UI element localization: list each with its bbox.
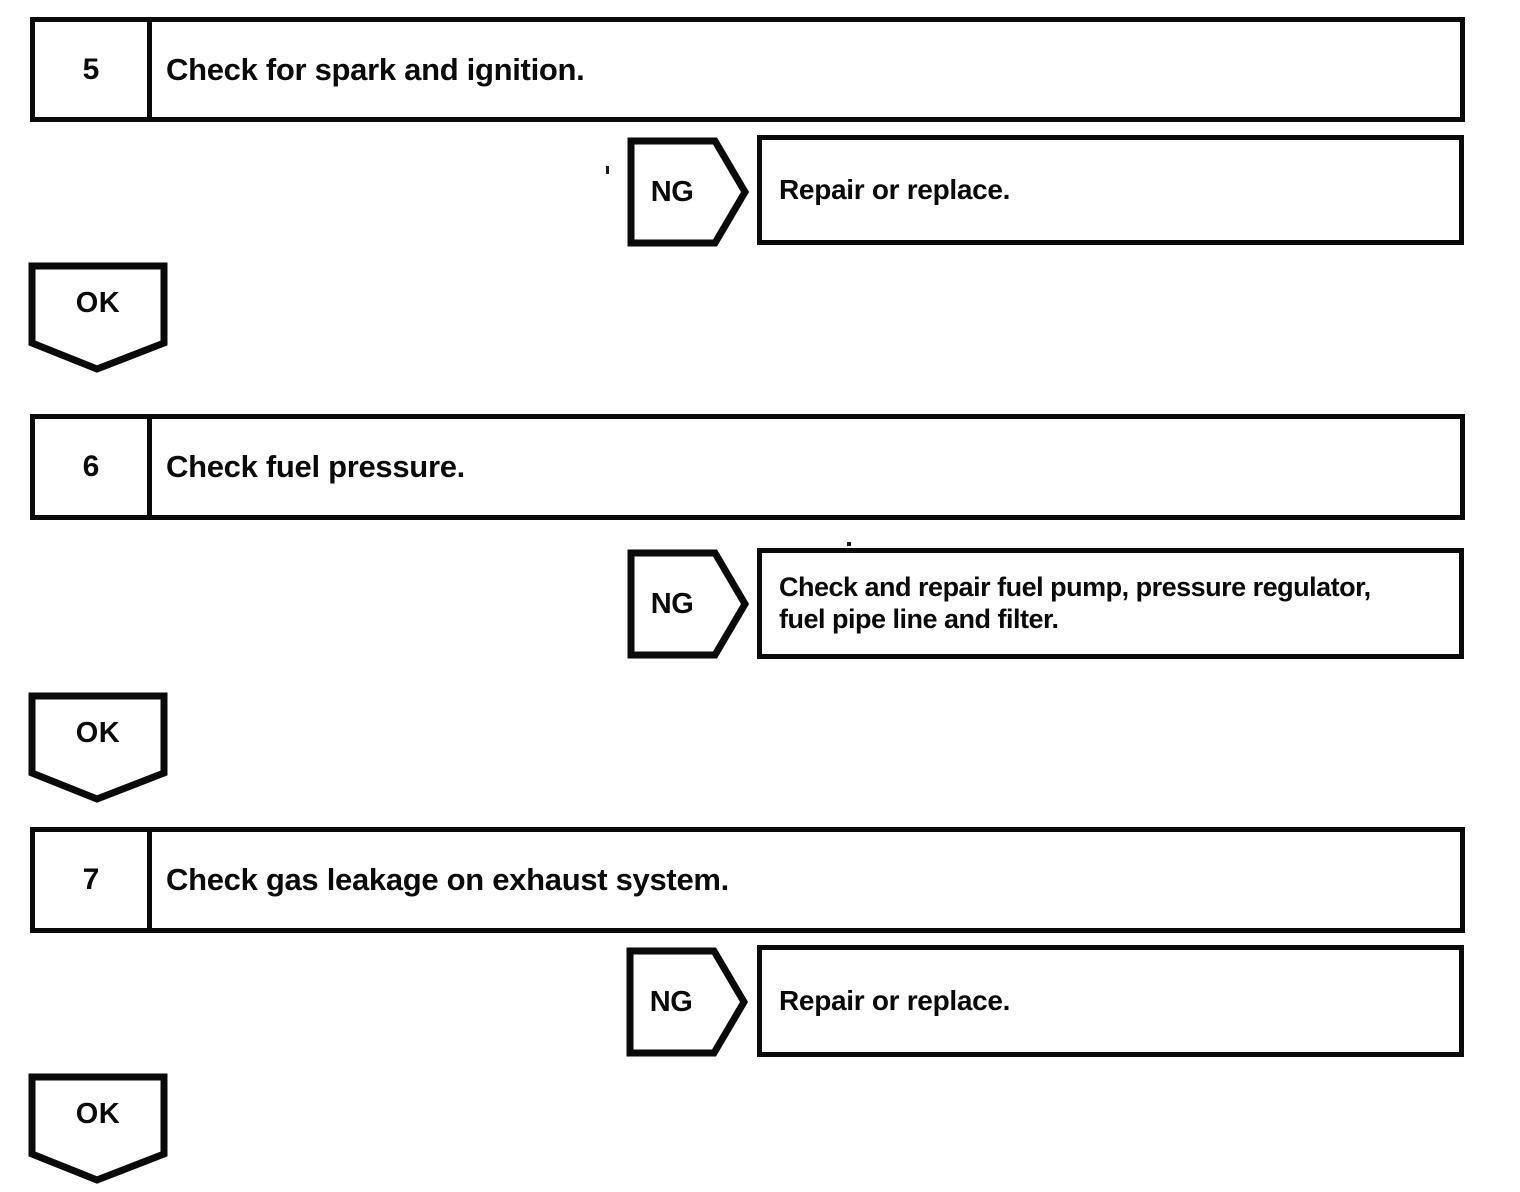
ng-action-text-line1: Check and repair fuel pump, pressure reg… xyxy=(779,572,1371,603)
ng-action-box: Repair or replace. xyxy=(757,135,1464,245)
ng-action-box: Repair or replace. xyxy=(757,945,1464,1057)
ok-badge-label: OK xyxy=(75,1097,121,1130)
down-pentagon-shape xyxy=(28,692,168,803)
step-number: 6 xyxy=(35,419,152,515)
scan-speck xyxy=(847,542,851,546)
step-number: 5 xyxy=(35,22,152,117)
ok-badge-label: OK xyxy=(75,716,121,749)
step-box-6: 6 Check fuel pressure. xyxy=(30,414,1465,520)
ng-badge-label: NG xyxy=(649,985,693,1018)
ng-action-text: Repair or replace. xyxy=(779,173,1011,205)
step-box-7: 7 Check gas leakage on exhaust system. xyxy=(30,827,1465,933)
ng-arrow-icon: NG xyxy=(627,549,749,659)
ng-action-text-line2: fuel pipe line and filter. xyxy=(779,603,1059,634)
ok-arrow-icon: OK xyxy=(28,692,168,804)
right-pentagon-shape xyxy=(627,549,749,659)
ng-action-text: Repair or replace. xyxy=(779,984,1011,1016)
ng-arrow-icon: NG xyxy=(626,947,748,1057)
step-box-5: 5 Check for spark and ignition. xyxy=(30,17,1465,122)
ng-action-box: Check and repair fuel pump, pressure reg… xyxy=(757,548,1464,659)
step-number: 7 xyxy=(35,832,152,928)
step-label: Check for spark and ignition. xyxy=(166,51,585,87)
scan-speck xyxy=(606,166,609,174)
step-label: Check fuel pressure. xyxy=(166,449,465,484)
right-pentagon-shape xyxy=(626,947,748,1057)
ok-badge-label: OK xyxy=(75,286,121,319)
right-pentagon-shape xyxy=(627,137,749,247)
ng-badge-label: NG xyxy=(650,175,694,208)
ng-arrow-icon: NG xyxy=(627,137,749,247)
down-pentagon-shape xyxy=(28,1073,168,1184)
ok-arrow-icon: OK xyxy=(28,1073,168,1185)
step-label: Check gas leakage on exhaust system. xyxy=(166,862,729,897)
ok-arrow-icon: OK xyxy=(28,262,168,374)
down-pentagon-shape xyxy=(28,262,168,373)
ng-badge-label: NG xyxy=(650,587,694,620)
